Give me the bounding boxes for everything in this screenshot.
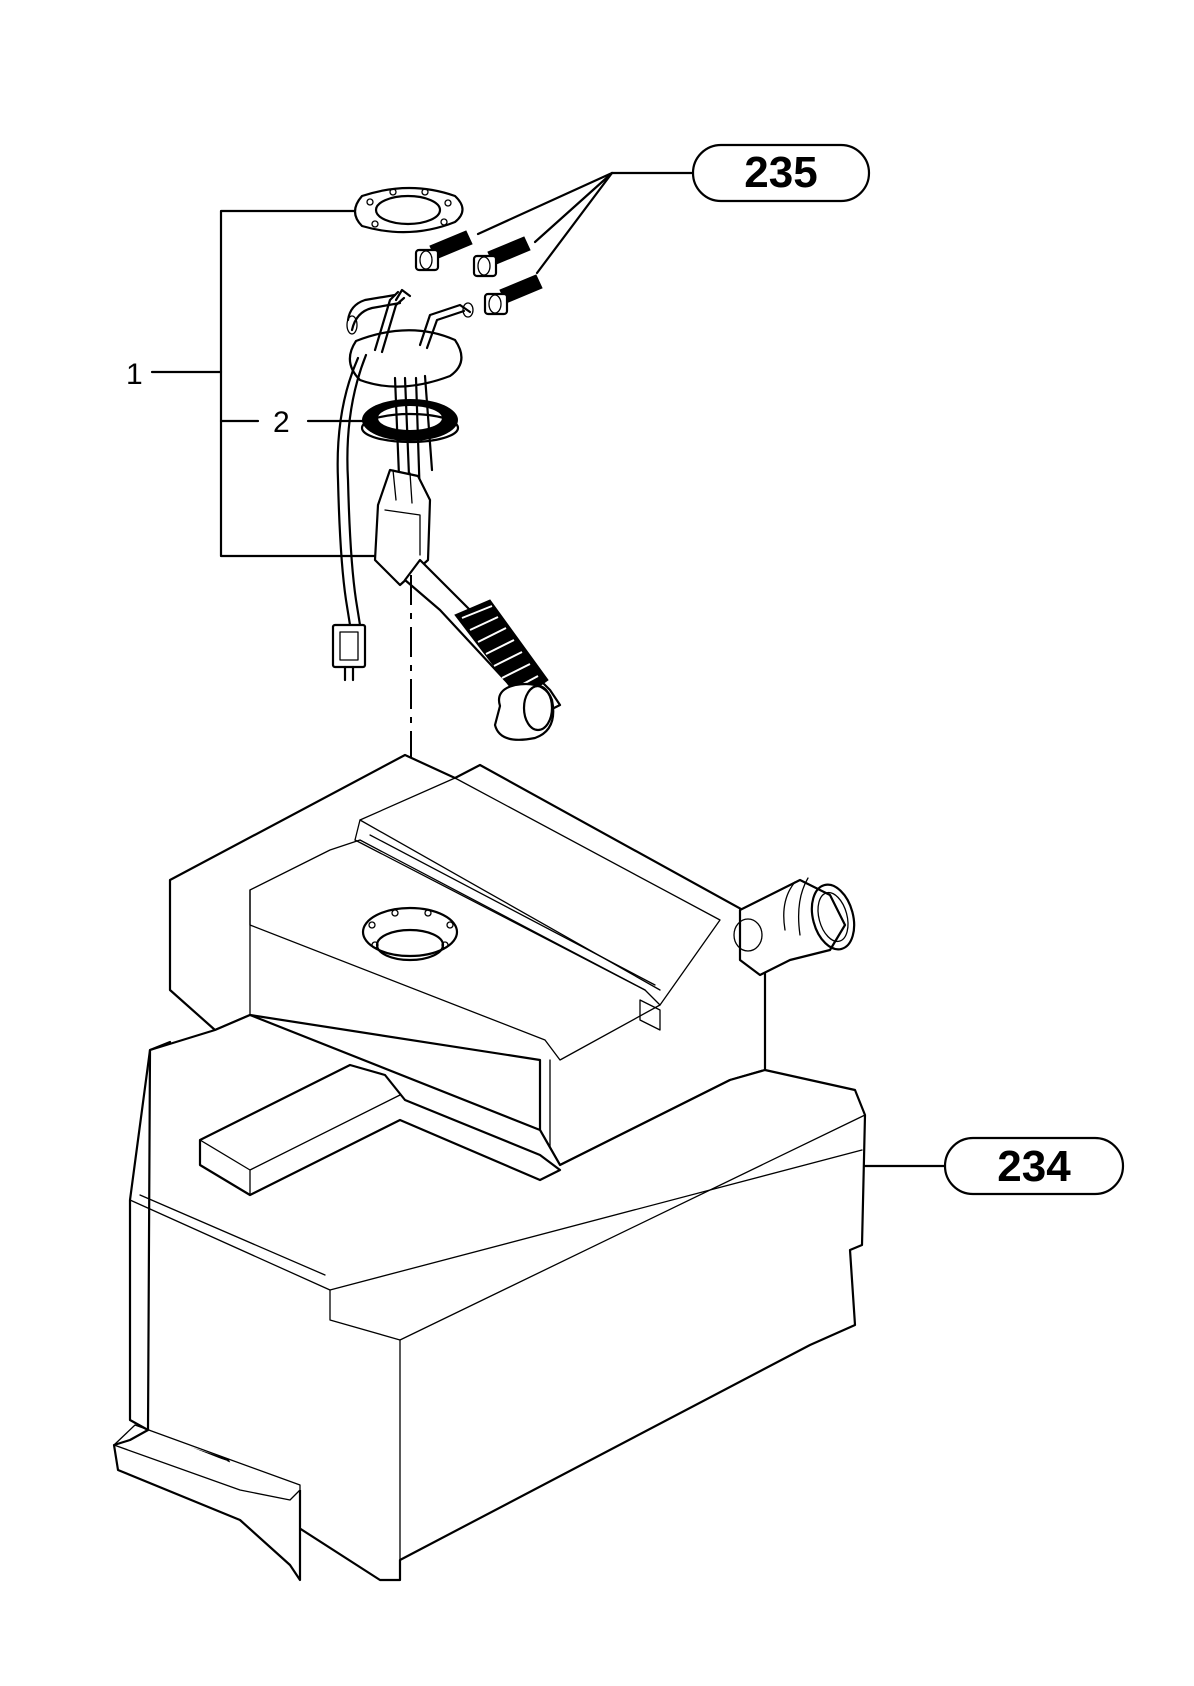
callout-235[interactable]: 235 (691, 143, 871, 203)
item-2-label: 2 (273, 406, 290, 439)
wire-harness (336, 353, 368, 627)
screw-right (483, 274, 543, 316)
float-arm (403, 558, 562, 717)
sender-body (373, 468, 432, 587)
callout-234[interactable]: 234 (943, 1136, 1125, 1196)
sender-unit-flange (346, 288, 474, 388)
callout-235-text: 235 (744, 148, 817, 197)
fuel-tank (112, 753, 867, 1582)
screw-left (414, 230, 473, 272)
electrical-connector (331, 623, 367, 682)
screw-middle (472, 236, 531, 278)
item-1-label: 1 (126, 358, 143, 391)
filler-neck (733, 877, 856, 977)
gasket-plate (353, 186, 464, 234)
callout-234-text: 234 (997, 1142, 1071, 1191)
sealing-ring (360, 399, 460, 444)
tank-opening (361, 906, 459, 962)
item-1-bracket (150, 209, 386, 558)
callout-235-leaders (476, 171, 695, 275)
float-ball (493, 682, 555, 741)
